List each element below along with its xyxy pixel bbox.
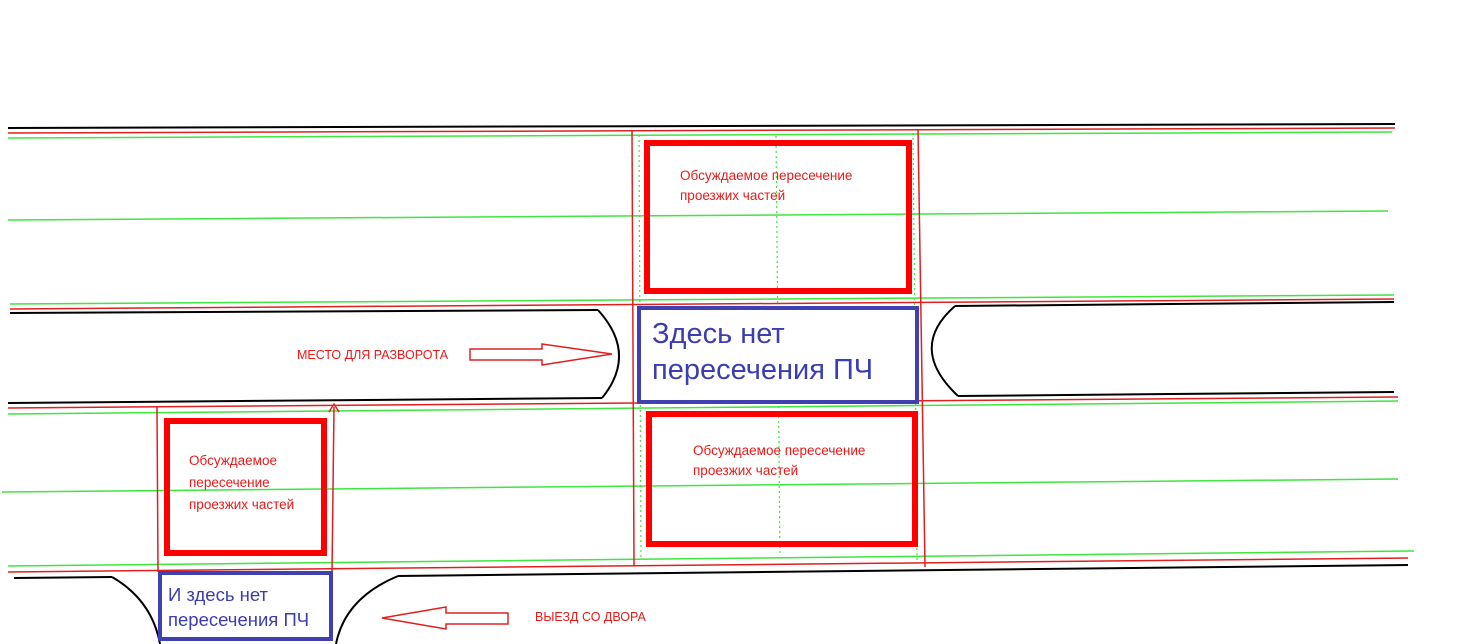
road-edge-top bbox=[7, 123, 1396, 129]
u-turn-place-label: МЕСТО ДЛЯ РАЗВОРОТА bbox=[297, 348, 449, 362]
note-box-yard bbox=[158, 571, 333, 641]
discussed-crossing-label-left: Обсуждаемое пересечение проезжих частей bbox=[189, 453, 295, 512]
crossing-lane-left bbox=[638, 134, 642, 561]
driveway-curve-left bbox=[111, 576, 161, 644]
median-nose-left bbox=[597, 309, 621, 399]
discussed-crossing-label-middle: Обсуждаемое пересечение проезжих частей bbox=[693, 443, 866, 478]
median-nose-right bbox=[930, 305, 959, 397]
lane-line-bottom-upper bbox=[7, 400, 1399, 415]
outline-arrow-right-icon bbox=[469, 343, 613, 366]
outline-arrow-left-icon bbox=[381, 606, 509, 630]
median-edge-right-bottom bbox=[957, 391, 1395, 397]
boundary-line-bottom-lower bbox=[7, 557, 1409, 573]
discussed-crossing-label-top: Обсуждаемое пересечение проезжих частей bbox=[680, 168, 853, 203]
median-edge-right-top bbox=[954, 301, 1395, 307]
crossing-boundary-left bbox=[631, 130, 635, 566]
lane-line-top-lower bbox=[9, 294, 1395, 305]
yard-boundary-right bbox=[331, 406, 335, 573]
yard-boundary-arrowhead bbox=[328, 402, 340, 413]
lane-line-top-center bbox=[7, 210, 1389, 221]
note-box-median bbox=[637, 306, 919, 404]
boundary-line-top bbox=[7, 127, 1396, 134]
crossing-boundary-right bbox=[917, 128, 926, 568]
median-edge-left-bottom bbox=[7, 397, 603, 404]
highlight-box-top bbox=[644, 140, 912, 294]
road-edge-bottom-right bbox=[397, 564, 1409, 577]
yard-boundary-left bbox=[156, 406, 159, 573]
no-crossing-note-yard: И здесь нет пересечения ПЧ bbox=[168, 584, 310, 630]
lane-line-bottom-center bbox=[1, 478, 1399, 493]
no-crossing-note-median: Здесь нет пересечения ПЧ bbox=[652, 318, 874, 386]
highlight-box-middle bbox=[646, 411, 918, 547]
driveway-curve-right bbox=[335, 575, 399, 644]
yard-exit-label: ВЫЕЗД СО ДВОРА bbox=[535, 610, 646, 624]
road-edge-bottom-left bbox=[13, 576, 113, 579]
lane-line-bottom-lower bbox=[7, 550, 1415, 567]
median-edge-left-top bbox=[9, 309, 599, 314]
lane-line-top-edge bbox=[7, 131, 1393, 139]
boundary-line-top-lower bbox=[9, 298, 1395, 310]
highlight-box-left bbox=[164, 418, 327, 556]
